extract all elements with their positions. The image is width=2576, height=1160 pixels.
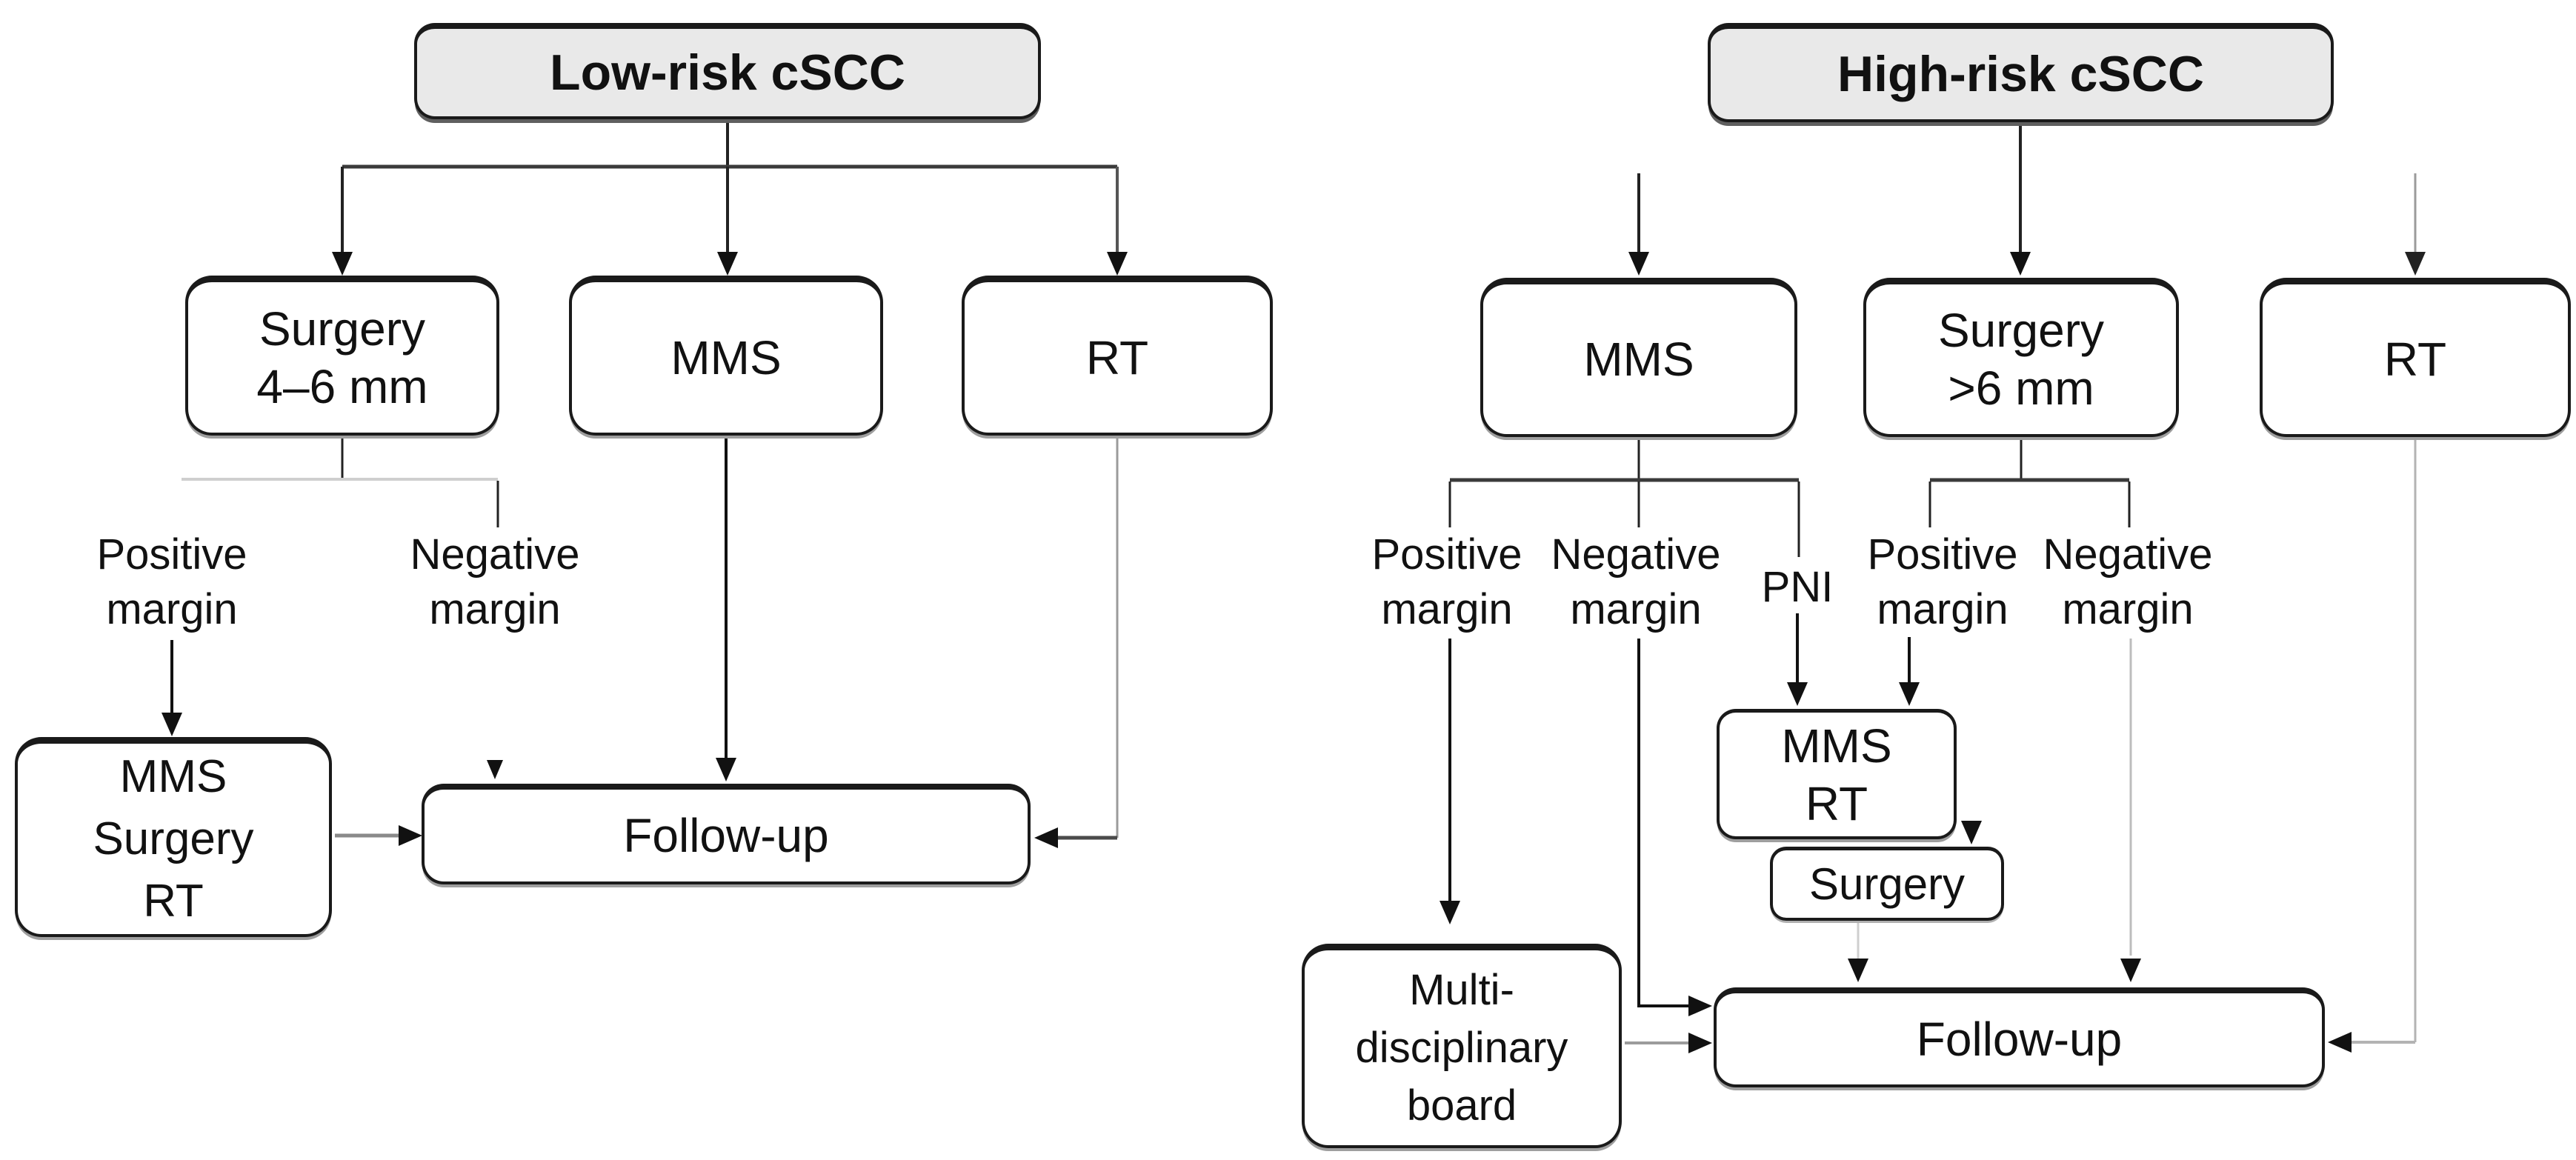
label-negative-margin-mms-line1: Negative: [1551, 530, 1721, 579]
node-mms-rt-line1: MMS: [1781, 719, 1892, 773]
node-mms-rt-line2: RT: [1805, 776, 1868, 830]
arrowhead-surgery-to-followup: [1848, 959, 1868, 982]
label-positive-margin-surgery-line1: Positive: [1867, 530, 2018, 579]
node-mms-surgery-rt-line3: RT: [143, 875, 204, 927]
label-pni-text: PNI: [1761, 563, 1834, 611]
label-negative-margin-left-line2: margin: [429, 585, 561, 633]
node-surgery-4-6mm-line1: Surgery: [259, 301, 426, 356]
label-negative-margin-mms: Negative margin: [1506, 527, 1765, 637]
label-positive-margin-left-line2: margin: [106, 585, 238, 633]
arrowhead-mmsrt-to-surgery: [1961, 821, 1982, 844]
node-followup-right: Follow-up: [1714, 987, 2325, 1087]
arrowhead-to-mms-right: [1628, 252, 1649, 276]
arrowhead-to-msr: [162, 713, 182, 736]
arrowhead-to-surgery6: [2010, 252, 2031, 276]
node-surgery-secondary-label: Surgery: [1808, 859, 1966, 909]
node-followup-left-label: Follow-up: [623, 809, 829, 862]
node-followup-left: Follow-up: [422, 784, 1031, 884]
node-mms-right: MMS: [1480, 278, 1797, 437]
label-positive-margin-mms-line2: margin: [1381, 585, 1513, 633]
node-mms-surgery-rt-line2: Surgery: [93, 813, 254, 864]
arrowhead-to-surgery46: [332, 252, 353, 276]
arrowhead-rt-to-followup-right: [2328, 1032, 2352, 1053]
arrowhead-positive2-to-mmsrt: [1899, 682, 1920, 706]
node-board-line2: disciplinary: [1355, 1023, 1568, 1072]
node-rt-left: RT: [962, 276, 1273, 436]
node-mms-left: MMS: [569, 276, 883, 436]
label-negative-margin-surgery: Negative margin: [1998, 527, 2257, 637]
label-negative-margin-surgery-line2: margin: [2062, 585, 2194, 633]
node-surgery-gt6mm-line1: Surgery: [1937, 304, 2105, 357]
label-negative-margin-left: Negative margin: [365, 527, 625, 637]
arrowhead-mms-to-followup-left: [716, 758, 736, 781]
label-positive-margin-mms: Positive margin: [1317, 527, 1577, 637]
node-multidisciplinary-board: Multi- disciplinary board: [1302, 944, 1622, 1148]
node-surgery-gt6mm-line2: >6 mm: [1948, 361, 2094, 415]
node-low-risk-header: Low-risk cSCC: [414, 23, 1041, 119]
node-surgery-secondary: Surgery: [1770, 847, 2004, 921]
arrowhead-msr-to-followup: [399, 825, 422, 846]
arrowhead-to-mms-left: [717, 252, 738, 276]
node-mms-surgery-rt: MMS Surgery RT: [15, 737, 332, 937]
label-negative-margin-surgery-line1: Negative: [2043, 530, 2213, 579]
arrowhead-rt-to-followup-left: [1034, 827, 1058, 848]
node-rt-right: RT: [2260, 278, 2571, 437]
arrowhead-pni-to-mmsrt: [1787, 682, 1808, 706]
node-surgery-gt6mm: Surgery >6 mm: [1863, 278, 2179, 437]
label-negative-margin-left-line1: Negative: [410, 530, 580, 579]
arrowhead-board-to-followup: [1688, 1033, 1712, 1053]
node-mms-surgery-rt-line1: MMS: [119, 750, 227, 802]
arrowhead-to-board: [1440, 901, 1460, 924]
label-positive-margin-surgery: Positive margin: [1813, 527, 2072, 637]
node-mms-right-label: MMS: [1583, 333, 1694, 386]
node-low-risk-header-label: Low-risk cSCC: [550, 44, 905, 101]
label-negative-margin-mms-line2: margin: [1570, 585, 1702, 633]
node-mms-rt: MMS RT: [1717, 709, 1957, 839]
label-positive-margin-mms-line1: Positive: [1371, 530, 1522, 579]
arrowhead-negative2-to-followup: [2120, 959, 2141, 982]
node-mms-left-label: MMS: [670, 330, 782, 384]
label-positive-margin-left: Positive margin: [42, 527, 302, 637]
node-high-risk-header-label: High-risk cSCC: [1837, 46, 2204, 102]
arrowhead-to-rt-left: [1107, 252, 1128, 276]
label-positive-margin-surgery-line2: margin: [1877, 585, 2008, 633]
node-followup-right-label: Follow-up: [1916, 1012, 2123, 1066]
node-board-line3: board: [1406, 1081, 1517, 1130]
arrowhead-negative1-to-followup: [1688, 996, 1712, 1016]
label-pni: PNI: [1686, 560, 1908, 615]
node-surgery-4-6mm-line2: 4–6 mm: [256, 359, 428, 413]
line-negative1-to-followup: [1637, 639, 1692, 1007]
node-rt-right-label: RT: [2383, 333, 2447, 386]
node-surgery-4-6mm: Surgery 4–6 mm: [185, 276, 499, 436]
node-rt-left-label: RT: [1085, 330, 1149, 384]
node-high-risk-header: High-risk cSCC: [1708, 23, 2334, 122]
arrowhead-negative-to-followup-left: [487, 760, 503, 779]
arrowhead-to-rt-right: [2405, 252, 2426, 276]
node-board-line1: Multi-: [1409, 965, 1514, 1014]
label-positive-margin-left-line1: Positive: [96, 530, 247, 579]
